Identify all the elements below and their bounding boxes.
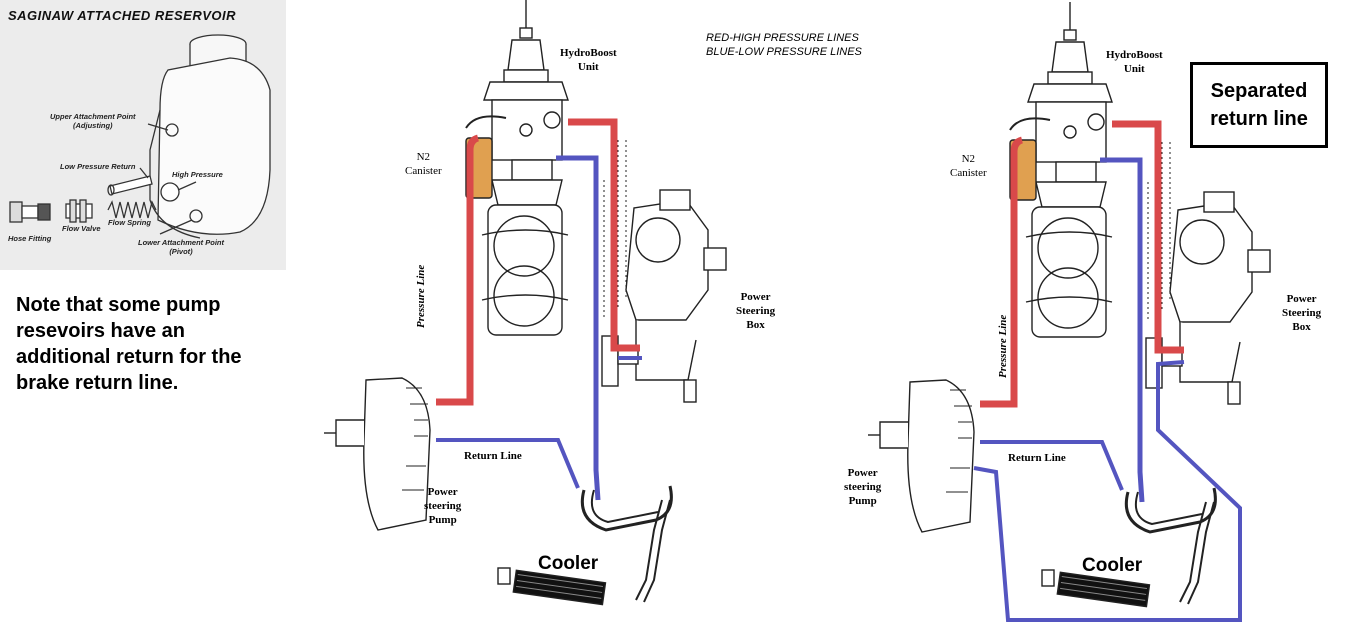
lower-attachment-label: Lower Attachment Point (Pivot) — [138, 238, 224, 256]
left-power-steering-box-label: Power Steering Box — [736, 291, 776, 331]
reservoir-note: Note that some pump resevoirs have an ad… — [16, 294, 242, 394]
right-return-line-label: Return Line — [1008, 452, 1066, 464]
right-return-line-a — [1100, 157, 1145, 503]
left-n2-canister-label: N2 Canister — [405, 151, 442, 177]
right-cooler-label: Cooler — [1082, 555, 1143, 576]
legend-red: RED-HIGH PRESSURE LINES — [706, 32, 859, 44]
separated-return-callout: Separated return line — [1190, 62, 1328, 148]
left-return-line-b — [436, 438, 580, 489]
right-return-line-b — [980, 440, 1124, 491]
hose-fitting-label: Hose Fitting — [8, 234, 52, 243]
reservoir-inset: SAGINAW ATTACHED RESERVOIR Upper Attachm… — [0, 0, 286, 270]
left-cooler-label: Cooler — [538, 553, 599, 574]
inset-title: SAGINAW ATTACHED RESERVOIR — [8, 8, 236, 23]
left-return-line-label: Return Line — [464, 450, 522, 462]
upper-attachment-label: Upper Attachment Point (Adjusting) — [50, 112, 136, 130]
left-pressure-line-2 — [568, 118, 640, 352]
left-return-line-a — [556, 155, 601, 501]
left-pressure-line-label: Pressure Line — [415, 264, 427, 328]
right-power-steering-box-label: Power Steering Box — [1282, 293, 1322, 333]
right-system — [866, 0, 1272, 622]
right-pump-label: Power steering Pump — [844, 467, 882, 507]
right-pressure-line-label: Pressure Line — [997, 314, 1009, 378]
left-pump-label: Power steering Pump — [424, 486, 462, 526]
flow-spring-label: Flow Spring — [108, 218, 151, 227]
separated-return-line — [973, 360, 1242, 622]
right-pressure-line-2 — [1112, 120, 1184, 354]
left-system-hardware — [322, 0, 728, 607]
high-pressure-label: High Pressure — [172, 170, 223, 179]
left-system — [322, 0, 728, 607]
left-hydroboost-label: HydroBoost Unit — [560, 47, 617, 73]
low-pressure-return-label: Low Pressure Return — [60, 162, 136, 171]
reservoir-drawing — [9, 34, 271, 239]
flow-valve-label: Flow Valve — [62, 224, 101, 233]
left-pressure-line — [436, 134, 480, 406]
right-hydroboost-label: HydroBoost Unit — [1106, 49, 1163, 75]
right-pressure-line — [980, 136, 1024, 408]
right-n2-canister-label: N2 Canister — [950, 153, 987, 179]
legend-blue: BLUE-LOW PRESSURE LINES — [706, 46, 862, 58]
